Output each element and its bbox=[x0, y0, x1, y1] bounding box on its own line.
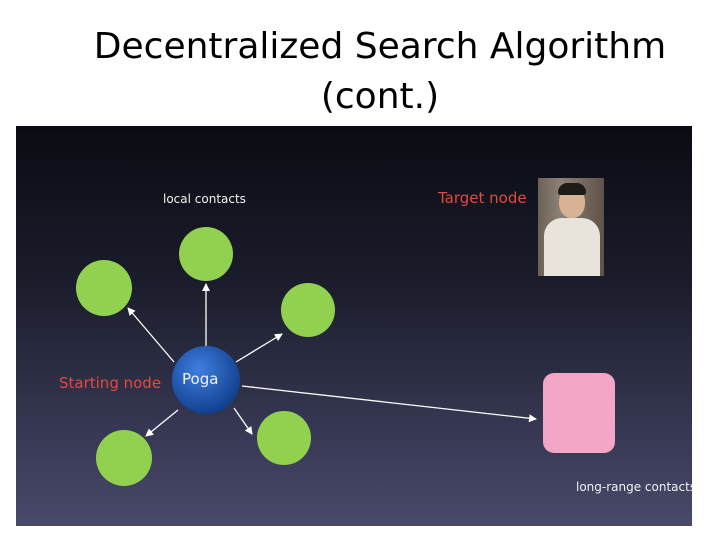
local-node-upper-left bbox=[76, 260, 132, 316]
local-node-top bbox=[179, 227, 233, 281]
photo-shirt bbox=[544, 218, 600, 276]
starting-node-label: Starting node bbox=[59, 374, 162, 392]
arrow-to-upper-right-node bbox=[235, 333, 283, 363]
network-diagram: local contacts Target node Starting node… bbox=[16, 126, 692, 526]
target-person-photo bbox=[538, 178, 604, 276]
title-line-2: (cont.) bbox=[320, 76, 440, 117]
starting-node-circle bbox=[172, 346, 240, 414]
arrow-long-range bbox=[241, 385, 537, 423]
arrow-to-upper-left-node bbox=[127, 307, 175, 363]
local-contacts-label: local contacts bbox=[163, 192, 246, 206]
arrow-to-lower-left-node bbox=[145, 409, 179, 437]
long-range-contacts-label: long-range contacts bbox=[576, 480, 692, 494]
long-range-contact-node bbox=[543, 373, 615, 453]
local-node-lower-right bbox=[257, 411, 311, 465]
diagram-canvas bbox=[76, 227, 615, 486]
arrow-to-lower-right-node bbox=[233, 407, 253, 435]
slide-title: Decentralized Search Algorithm (cont.) bbox=[40, 22, 720, 122]
local-node-lower-left bbox=[96, 430, 152, 486]
title-line-1: Decentralized Search Algorithm bbox=[93, 26, 667, 67]
photo-hair bbox=[558, 183, 586, 195]
poga-label: Poga bbox=[182, 370, 219, 388]
local-node-upper-right bbox=[281, 283, 335, 337]
target-node-label: Target node bbox=[438, 189, 527, 207]
